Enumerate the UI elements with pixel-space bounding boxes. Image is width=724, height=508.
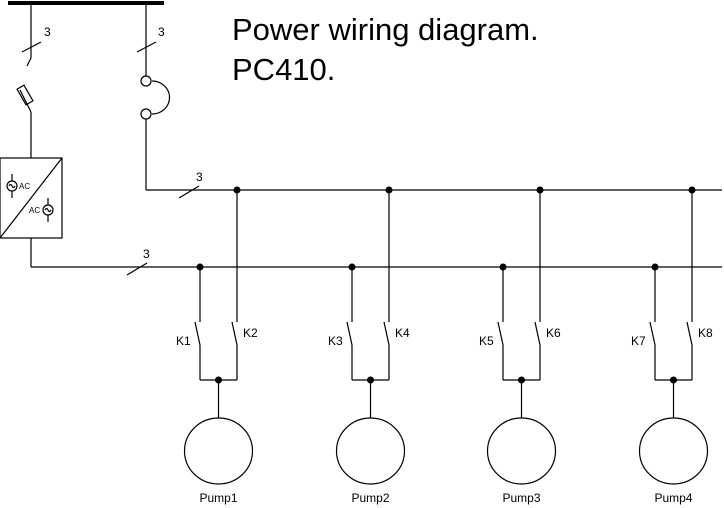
contact-label: K7 — [631, 334, 646, 348]
pump-motor-icon — [638, 417, 709, 485]
pump-motor-icon — [335, 417, 406, 485]
ac-top-label: AC — [19, 182, 30, 191]
disconnect-contact-top — [140, 75, 152, 87]
contactor-blade-left — [194, 321, 201, 346]
contact-label: K5 — [479, 334, 494, 348]
upper-bus-wire-count: 3 — [196, 170, 203, 184]
contactor-blade-left — [346, 321, 353, 346]
contact-label: K6 — [546, 326, 561, 340]
contactor-blade-left — [649, 321, 656, 346]
ac-input-icon — [6, 174, 18, 198]
ac-output-icon — [42, 198, 54, 222]
disconnect-contact-bottom — [140, 108, 152, 120]
bypass-branch: 3 — [136, 3, 171, 190]
contactor-blade-right — [534, 321, 541, 346]
contact-label: K8 — [698, 326, 713, 340]
diagram-title-line1: Power wiring diagram. — [232, 12, 539, 47]
pump-label: Pump4 — [654, 491, 692, 505]
contact-label: K2 — [243, 326, 258, 340]
pump-motor-icon — [486, 417, 557, 485]
fuse-icon — [16, 84, 34, 106]
disconnect-switch-arc — [151, 80, 171, 115]
pump-label: Pump3 — [502, 491, 540, 505]
pump-motor-icon — [183, 417, 254, 485]
left-drop-wire-count: 3 — [44, 25, 51, 39]
ac-bottom-label: AC — [29, 206, 40, 215]
lower-bus-wire-count: 3 — [143, 247, 150, 261]
contact-label: K3 — [328, 334, 343, 348]
pump-label: Pump2 — [351, 491, 389, 505]
contactor-blade-right — [686, 321, 693, 346]
right-drop-wire-count: 3 — [158, 25, 165, 39]
converter-branch: 3 AC AC — [0, 3, 63, 267]
diagram-title-line2: PC410. — [232, 52, 335, 87]
contactor-blade-right — [231, 321, 238, 346]
contactor-blade-right — [383, 321, 390, 346]
pump-label: Pump1 — [199, 491, 237, 505]
contact-label: K1 — [176, 334, 191, 348]
contactor-blade-left — [497, 321, 504, 346]
contact-label: K4 — [395, 326, 410, 340]
